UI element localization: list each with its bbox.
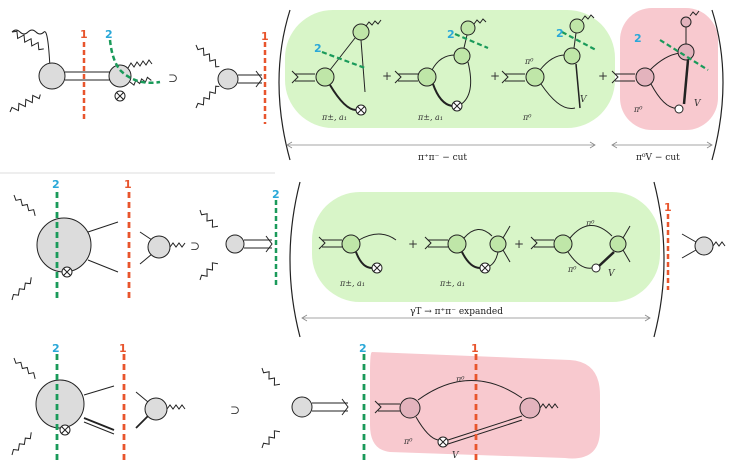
particle-label: π⁰: [403, 437, 413, 446]
cut-one-label: 1: [664, 201, 672, 214]
photon-line: [473, 18, 487, 25]
photon-line: [199, 262, 219, 281]
blob-vertex: [694, 236, 714, 256]
diagram-e: π±, a₁: [318, 233, 397, 288]
subset-operator: ⊃: [230, 403, 240, 417]
diagram-c: 2 π⁰ π⁰ V: [501, 14, 597, 122]
diagram-d: 2 π⁰ V: [611, 10, 709, 114]
cut-one-label: 1: [80, 28, 88, 41]
photon-line: [712, 241, 726, 247]
blob-vertex: [36, 217, 92, 273]
blob-vertex: [144, 397, 168, 421]
pink-region: [370, 352, 600, 459]
row-3: 2 1 ⊃ 2 π⁰ π⁰: [11, 342, 600, 461]
pi0V-cut-caption: π⁰V − cut: [636, 153, 680, 163]
particle-label: V: [452, 451, 460, 461]
cut-two-label: 2: [105, 28, 113, 41]
blob-vertex: [147, 235, 171, 259]
photon-line: [539, 403, 559, 409]
particle-label: π⁰: [524, 57, 534, 66]
photon-line: [13, 194, 36, 217]
particle-label: π⁰: [455, 375, 465, 384]
diagram-a: 2 π±, a₁: [291, 19, 382, 122]
diagram-h: π⁰ π⁰ V: [374, 375, 559, 461]
photon-line: [11, 277, 32, 301]
plus-operator: +: [490, 69, 500, 83]
particle-label: V: [694, 99, 702, 109]
left-parenthesis: [289, 181, 301, 338]
photon-line: [581, 14, 595, 21]
plus-operator: +: [382, 69, 392, 83]
cut-two-label: 2: [52, 342, 60, 355]
photon-line: [365, 19, 382, 27]
photon-line: [261, 430, 281, 449]
particle-label: π⁰: [633, 105, 643, 114]
left-parenthesis: [278, 9, 291, 161]
plus-operator: +: [598, 69, 608, 83]
photon-line: [199, 209, 219, 228]
row-1: 1 2 ⊃ 1 2: [9, 8, 724, 163]
right-parenthesis: [653, 181, 665, 338]
cut-two-line: [659, 39, 709, 71]
cut-two-label: 2: [556, 27, 564, 40]
particle-label: π±, a₁: [321, 113, 347, 122]
blob-vertex: [217, 68, 239, 90]
right-parenthesis: [711, 9, 724, 161]
cut-one-label: 1: [119, 342, 127, 355]
photon-line: [127, 59, 153, 69]
row-2: 2 1 ⊃ 2 π±, a₁ +: [11, 178, 726, 338]
cut-two-line: [454, 32, 489, 50]
plus-operator: +: [514, 237, 524, 251]
blob-vertex: [35, 379, 85, 429]
photon-line: [9, 94, 41, 113]
blob-vertex: [38, 62, 66, 90]
photon-line: [195, 85, 220, 109]
plus-operator: +: [408, 237, 418, 251]
blob-vertex: [225, 234, 245, 254]
particle-label: π⁰: [567, 265, 577, 274]
pipi-cut-caption: π⁺π⁻ − cut: [418, 153, 467, 163]
photon-line: [11, 432, 32, 456]
photon-line: [261, 367, 281, 386]
photon-line: [169, 242, 186, 248]
photon-line: [195, 44, 220, 68]
particle-label: π±, a₁: [417, 113, 443, 122]
gammaT-caption: γT → π⁺π⁻ expanded: [410, 307, 503, 317]
photon-line: [13, 357, 36, 380]
cut-two-label: 2: [314, 42, 322, 55]
green-region: [285, 10, 615, 128]
cut-one-label: 1: [261, 30, 269, 43]
diagram-f: π±, a₁: [424, 225, 511, 288]
blob-vertex: [291, 396, 313, 418]
subset-operator: ⊃: [190, 239, 200, 253]
particle-label: π⁰: [585, 219, 595, 228]
particle-label: π±, a₁: [439, 279, 465, 288]
diagram-g: π⁰ π⁰ V: [530, 219, 631, 279]
particle-label: π±, a₁: [339, 279, 365, 288]
cut-two-label: 2: [359, 342, 367, 355]
particle-label: V: [608, 269, 616, 279]
cut-one-label: 1: [471, 342, 479, 355]
photon-line: [11, 29, 51, 69]
cut-two-label: 2: [52, 178, 60, 191]
cut-two-line: [561, 31, 597, 51]
photon-line: [166, 404, 186, 410]
cut-two-line: [108, 39, 161, 84]
cut-two-label: 2: [634, 32, 642, 45]
particle-label: π⁰: [522, 113, 532, 122]
green-region: [312, 192, 660, 302]
cut-one-label: 1: [124, 178, 132, 191]
photon-line: [11, 30, 44, 51]
cut-two-label: 2: [447, 28, 455, 41]
photon-line: [129, 76, 152, 86]
diagram-b: 2 π±, a₁: [394, 18, 489, 122]
photon-line: [689, 10, 700, 17]
blob-vertex: [108, 64, 132, 88]
particle-label: V: [580, 95, 588, 105]
cut-two-label: 2: [272, 188, 280, 201]
subset-operator: ⊃: [168, 71, 178, 85]
pink-region: [620, 8, 718, 130]
